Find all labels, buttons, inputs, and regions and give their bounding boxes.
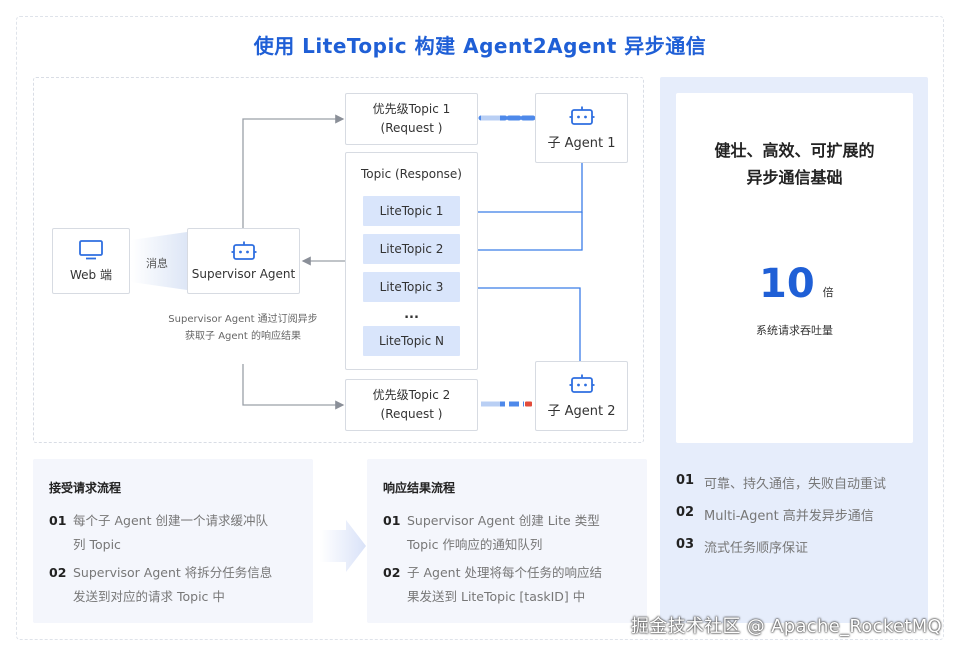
message-label: 消息 (146, 257, 168, 270)
supervisor-note-line-1: Supervisor Agent 通过订阅异步 (168, 314, 318, 325)
throughput-label: 系统请求吞吐量 (756, 324, 833, 337)
feature-number: 02 (676, 505, 695, 520)
litetopic-2: LiteTopic 2 (363, 234, 460, 264)
web-client-label: Web 端 (70, 267, 112, 282)
response-flow-title: 响应结果流程 (383, 481, 456, 495)
feature-item-1: 01 可靠、持久通信，失败自动重试 (676, 473, 886, 492)
supervisor-agent-box: Supervisor Agent (187, 228, 300, 294)
response-topic-title: Topic (Response) (361, 167, 462, 181)
monitor-icon (79, 239, 103, 259)
priority-topic-1-name: 优先级Topic 1 (372, 102, 451, 116)
web-client-box: Web 端 (52, 228, 130, 294)
architecture-diagram (33, 77, 644, 443)
robot-icon (569, 374, 594, 393)
step-text: Supervisor Agent 创建 Lite 类型 Topic 作响应的通知… (407, 513, 600, 552)
step-number: 02 (383, 565, 401, 580)
priority-topic-2-type: (Request ) (380, 407, 443, 421)
accept-flow-panel: 接受请求流程 01 每个子 Agent 创建一个请求缓冲队 列 Topic 02… (33, 459, 313, 623)
sub-agent-1-label: 子 Agent 1 (547, 135, 616, 151)
feature-number: 03 (676, 537, 695, 552)
outer-frame (16, 16, 944, 640)
benefits-headline: 健壮、高效、可扩展的 异步通信基础 (676, 137, 913, 191)
priority-topic-1-box: 优先级Topic 1 (Request ) (345, 93, 478, 145)
step-text: 子 Agent 处理将每个任务的响应结 果发送到 LiteTopic [task… (407, 565, 602, 604)
step-number: 02 (49, 565, 67, 580)
robot-icon (231, 241, 256, 260)
litetopic-ellipsis: ... (404, 307, 419, 322)
robot-icon (569, 106, 594, 125)
watermark: 掘金技术社区 @ Apache_RocketMQ (630, 616, 942, 637)
supervisor-note-line-2: 获取子 Agent 的响应结果 (185, 331, 301, 342)
response-step-2: 02 子 Agent 处理将每个任务的响应结 果发送到 LiteTopic [t… (383, 561, 641, 609)
litetopic-n: LiteTopic N (363, 326, 460, 356)
throughput-stat: 10 倍 (731, 264, 834, 304)
sub-agent-1-box: 子 Agent 1 (535, 93, 628, 163)
step-text: 每个子 Agent 创建一个请求缓冲队 列 Topic (73, 513, 268, 552)
priority-topic-1-type: (Request ) (380, 121, 443, 135)
litetopic-1: LiteTopic 1 (363, 196, 460, 226)
priority-topic-2-box: 优先级Topic 2 (Request ) (345, 379, 478, 431)
step-number: 01 (49, 513, 67, 528)
benefits-card (676, 93, 913, 443)
benefits-headline-line-2: 异步通信基础 (746, 168, 843, 187)
feature-item-3: 03 流式任务顺序保证 (676, 537, 808, 556)
priority-topic-2-name: 优先级Topic 2 (372, 388, 451, 402)
litetopic-3: LiteTopic 3 (363, 272, 460, 302)
page-title: 使用 LiteTopic 构建 Agent2Agent 异步通信 (253, 34, 707, 58)
feature-text: 可靠、持久通信，失败自动重试 (704, 477, 887, 492)
response-step-1: 01 Supervisor Agent 创建 Lite 类型 Topic 作响应… (383, 509, 641, 557)
feature-text: Multi-Agent 高并发异步通信 (704, 509, 874, 524)
throughput-value: 10 (759, 261, 815, 307)
response-flow-panel: 响应结果流程 01 Supervisor Agent 创建 Lite 类型 To… (367, 459, 647, 623)
supervisor-agent-label: Supervisor Agent (191, 267, 296, 281)
feature-text: 流式任务顺序保证 (704, 541, 809, 556)
feature-item-2: 02 Multi-Agent 高并发异步通信 (676, 505, 874, 524)
sub-agent-2-label: 子 Agent 2 (547, 403, 616, 419)
sub-agent-2-box: 子 Agent 2 (535, 361, 628, 431)
supervisor-note: Supervisor Agent 通过订阅异步 获取子 Agent 的响应结果 (168, 311, 318, 345)
feature-number: 01 (676, 473, 695, 488)
throughput-unit: 倍 (822, 286, 834, 299)
accept-step-2: 02 Supervisor Agent 将拆分任务信息 发送到对应的请求 Top… (49, 561, 307, 609)
step-text: Supervisor Agent 将拆分任务信息 发送到对应的请求 Topic … (73, 565, 273, 604)
step-number: 01 (383, 513, 401, 528)
benefits-headline-line-1: 健壮、高效、可扩展的 (714, 141, 875, 160)
accept-step-1: 01 每个子 Agent 创建一个请求缓冲队 列 Topic (49, 509, 307, 557)
accept-flow-title: 接受请求流程 (49, 481, 122, 495)
